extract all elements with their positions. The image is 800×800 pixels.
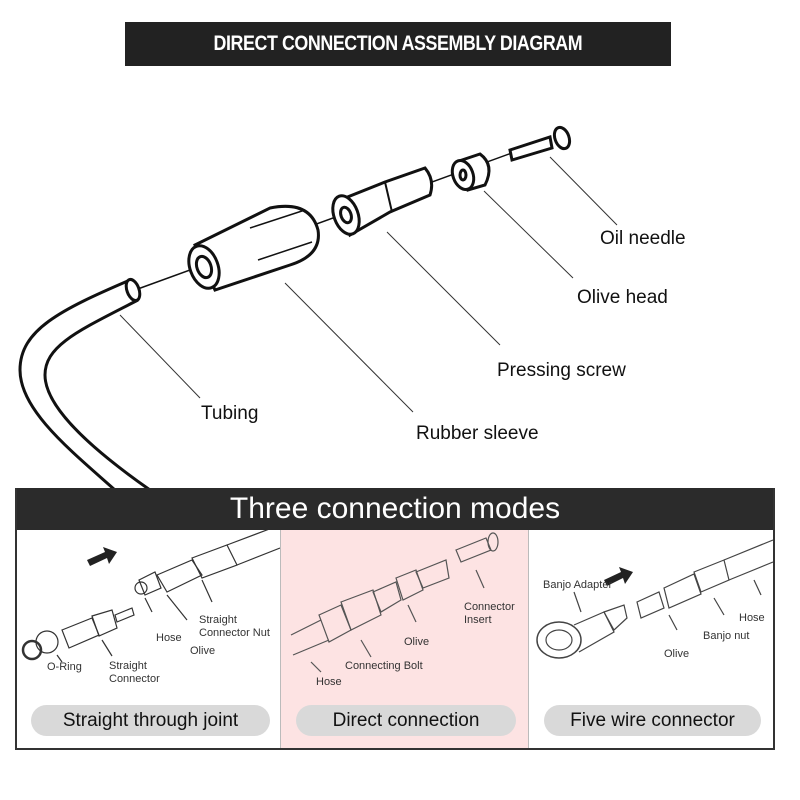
label-rubber-sleeve: Rubber sleeve bbox=[416, 423, 539, 444]
panel-straight-through-joint: O-Ring Straight Connector Hose Olive Str… bbox=[17, 530, 281, 748]
five-wire-connector-drawing bbox=[536, 539, 773, 659]
label-olive: Olive bbox=[404, 636, 430, 648]
label-olive: Olive bbox=[190, 645, 216, 657]
label-straight-connector: Straight Connector bbox=[109, 660, 160, 685]
tubing-drawing bbox=[18, 277, 151, 492]
title-banner: DIRECT CONNECTION ASSEMBLY DIAGRAM bbox=[125, 22, 671, 66]
label-tubing: Tubing bbox=[201, 403, 259, 424]
label-connector-insert: Connector Insert bbox=[464, 601, 515, 626]
panel-direct-connection: Hose Connecting Bolt Olive Connector Ins… bbox=[281, 530, 529, 748]
pressing-screw-drawing bbox=[331, 166, 434, 238]
label-olive-head: Olive head bbox=[577, 287, 668, 308]
modes-header: Three connection modes bbox=[17, 488, 773, 530]
assembly-diagram bbox=[18, 125, 618, 492]
modes-title: Three connection modes bbox=[229, 492, 561, 525]
label-hose: Hose bbox=[156, 632, 182, 644]
mode-label-direct-connection: Direct connection bbox=[296, 705, 516, 736]
label-pressing-screw: Pressing screw bbox=[497, 360, 626, 381]
mode-label-straight-through-joint: Straight through joint bbox=[31, 705, 270, 736]
mode-label-five-wire-connector: Five wire connector bbox=[544, 705, 761, 736]
leader-lines bbox=[119, 156, 618, 413]
direct-connection-drawing bbox=[290, 532, 499, 673]
label-hose: Hose bbox=[739, 612, 765, 624]
label-straight-connector-nut: Straight Connector Nut bbox=[199, 614, 270, 639]
connection-modes-section: Three connection modes O-Ring Straight C… bbox=[15, 488, 775, 750]
rubber-sleeve-drawing bbox=[187, 204, 320, 292]
page-title: DIRECT CONNECTION ASSEMBLY DIAGRAM bbox=[213, 32, 583, 55]
olive-head-drawing bbox=[450, 152, 491, 192]
label-olive: Olive bbox=[664, 648, 690, 660]
panel-five-wire-connector: Banjo Adapter Olive Banjo nut Hose Five … bbox=[529, 530, 773, 748]
straight-joint-drawing bbox=[21, 530, 280, 663]
oil-needle-drawing bbox=[508, 125, 572, 162]
label-connecting-bolt: Connecting Bolt bbox=[345, 660, 423, 672]
label-banjo-adapter: Banjo Adapter bbox=[543, 579, 613, 591]
label-banjo-nut: Banjo nut bbox=[703, 630, 750, 642]
label-o-ring: O-Ring bbox=[47, 661, 82, 673]
label-hose: Hose bbox=[316, 676, 342, 688]
label-oil-needle: Oil needle bbox=[600, 228, 686, 249]
